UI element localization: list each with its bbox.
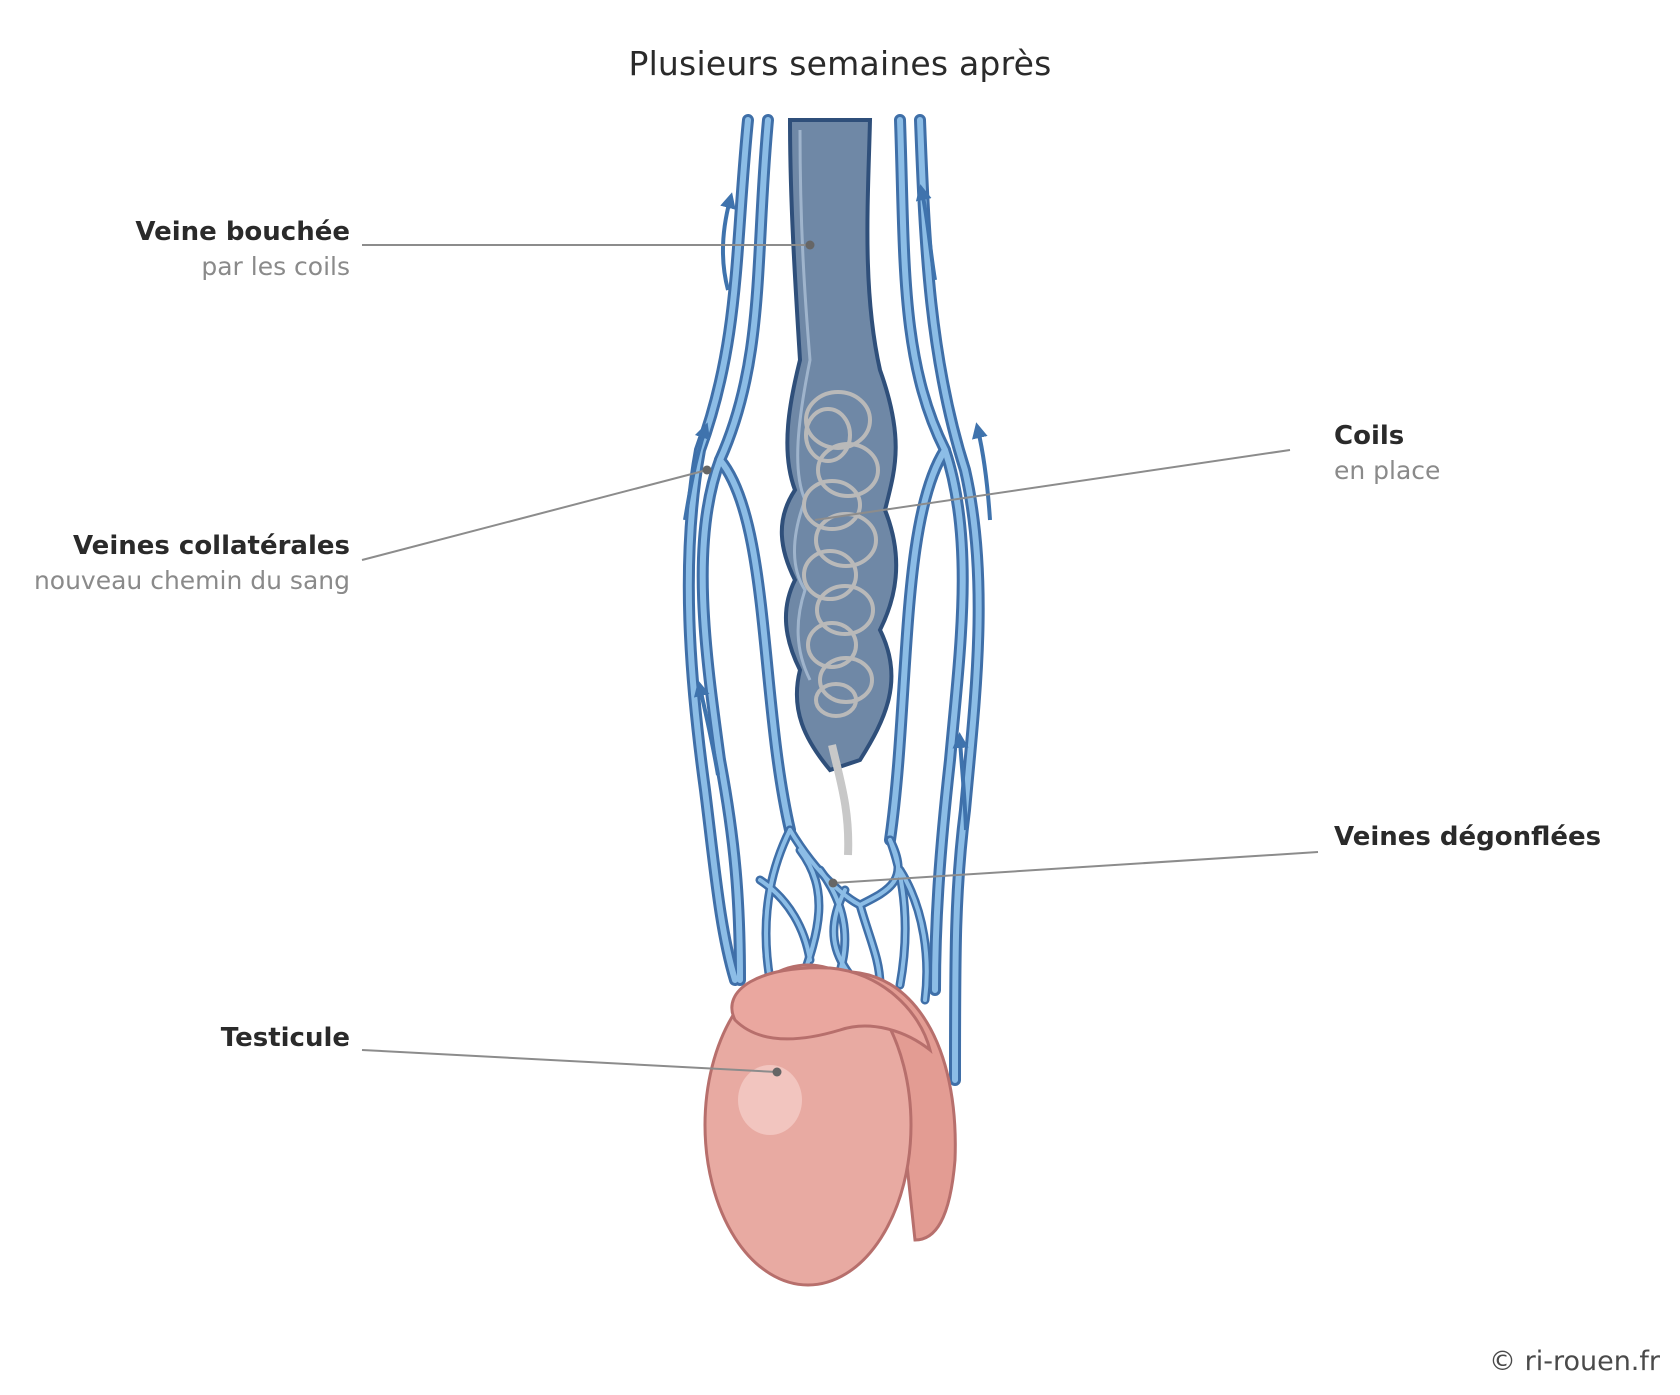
label-testicule: Testicule [221, 1024, 350, 1053]
label-veines-degonflees: Veines dégonflées [1334, 823, 1601, 852]
label-veines-degonflees-main: Veines dégonflées [1334, 822, 1602, 852]
flow-arrows [683, 184, 992, 831]
label-coils-main: Coils [1334, 421, 1405, 451]
label-veines-collaterales-sub: nouveau chemin du sang [33, 565, 350, 595]
label-veines-collaterales-main: Veines collatérales [72, 531, 350, 561]
label-veines-collaterales: Veines collatérales nouveau chemin du sa… [34, 532, 350, 594]
leader-coils [814, 449, 1291, 521]
label-testicule-main: Testicule [220, 1023, 350, 1053]
label-coils: Coils en place [1334, 422, 1440, 484]
leader-lines [361, 244, 1319, 1073]
label-coils-sub: en place [1334, 455, 1441, 485]
diagram-title: Plusieurs semaines après [628, 44, 1052, 83]
label-veine-bouchee-sub: par les coils [201, 251, 350, 281]
leader-veines-collaterales [361, 469, 708, 561]
label-veine-bouchee: Veine bouchée par les coils [135, 218, 350, 280]
leader-dots [702, 240, 838, 1077]
label-veine-bouchee-main: Veine bouchée [135, 217, 350, 247]
credit-text: © ri-rouen.fr [1489, 1346, 1660, 1377]
leader-veines-degonflees [832, 851, 1319, 884]
coils [802, 390, 880, 856]
leader-testicule [361, 1049, 778, 1073]
testicle [703, 963, 957, 1287]
collateral-veins [682, 114, 985, 1086]
